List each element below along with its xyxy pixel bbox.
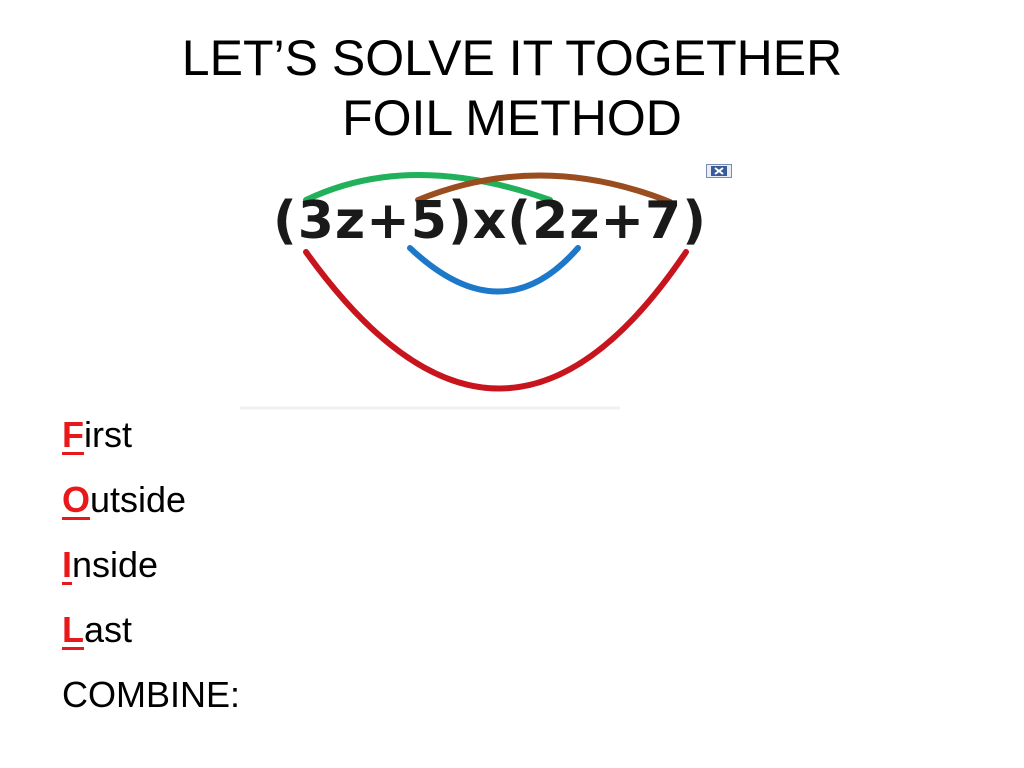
step-outside: Outside <box>62 467 240 532</box>
combine-label: COMBINE: <box>62 674 241 715</box>
first-arc <box>303 172 553 203</box>
step-initial: L <box>62 609 84 650</box>
last-arc <box>415 172 673 205</box>
broken-image-icon <box>706 164 732 178</box>
inside-arc <box>407 245 581 295</box>
step-initial: F <box>62 414 84 455</box>
foil-steps-list: First Outside Inside Last COMBINE: <box>62 402 240 727</box>
step-rest: irst <box>84 414 132 455</box>
title-line-1: LET’S SOLVE IT TOGETHER <box>181 30 843 86</box>
step-inside: Inside <box>62 532 240 597</box>
step-rest: nside <box>72 544 159 585</box>
step-initial: O <box>62 479 91 520</box>
step-initial: I <box>62 544 73 585</box>
step-first: First <box>62 402 240 467</box>
step-rest: utside <box>90 479 187 520</box>
title-line-2: FOIL METHOD <box>342 90 682 146</box>
outside-arc <box>303 249 689 392</box>
foil-diagram: (3z+5)x(2z+7) <box>240 172 707 410</box>
foil-expression: (3z+5)x(2z+7) <box>273 191 707 251</box>
step-rest: ast <box>84 609 133 650</box>
step-last: Last <box>62 597 240 662</box>
slide-title: LET’S SOLVE IT TOGETHER FOIL METHOD <box>0 28 1024 148</box>
